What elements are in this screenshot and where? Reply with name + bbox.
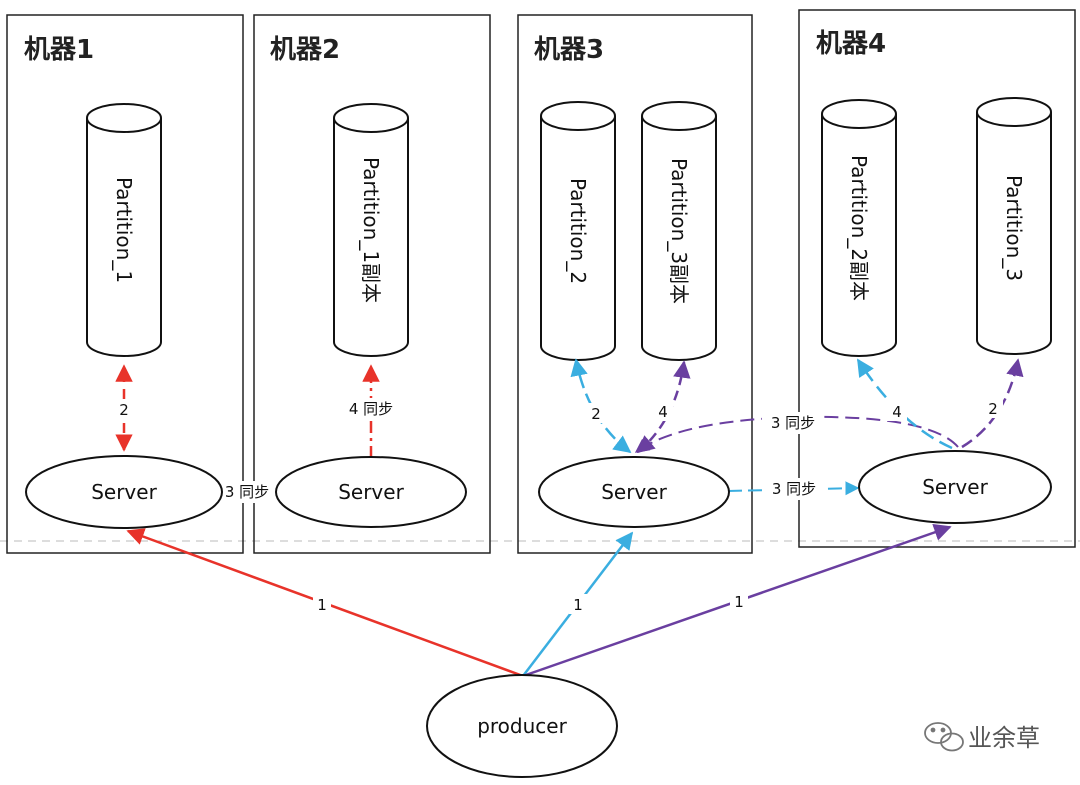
partition-1-cylinder: Partition_1 xyxy=(86,103,162,357)
partition-3-replica-label: Partition_3副本 xyxy=(667,158,691,304)
machine-2-title: 机器2 xyxy=(270,35,340,65)
producer-node: producer xyxy=(426,674,618,778)
wechat-icon xyxy=(924,722,964,752)
machine-1: 机器1 xyxy=(6,14,244,554)
watermark-text: 业余草 xyxy=(968,724,1040,752)
partition-2-label: Partition_2 xyxy=(566,178,590,284)
server-node-m1: Server xyxy=(25,455,223,529)
m3-m4-sync-label: 3 同步 xyxy=(772,480,816,498)
partition-1-label: Partition_1 xyxy=(112,177,136,283)
partition-2-replica-label: Partition_2副本 xyxy=(847,155,871,301)
server-node-m3: Server xyxy=(538,456,730,528)
server-node-m4: Server xyxy=(858,450,1052,524)
machine-3-title: 机器3 xyxy=(534,35,604,65)
producer-m1-label: 1 xyxy=(317,596,327,614)
m4-server-partition2copy-edge xyxy=(856,358,953,450)
partition-2-replica-cylinder: Partition_2副本 xyxy=(821,99,897,357)
server-label-m4: Server xyxy=(922,475,988,499)
partition-1-replica-label: Partition_1副本 xyxy=(359,157,383,303)
server-node-m2: Server xyxy=(275,456,467,528)
m3-p2-step-label: 2 xyxy=(591,405,601,423)
machine-1-box xyxy=(6,14,244,554)
machine-4-box xyxy=(798,9,1076,548)
partition-3-label: Partition_3 xyxy=(1002,175,1026,281)
server-label-m2: Server xyxy=(338,480,404,504)
machine-4-title: 机器4 xyxy=(816,29,886,59)
partition-2-cylinder: Partition_2 xyxy=(540,101,616,361)
m4-m3-sync-label: 3 同步 xyxy=(771,414,815,432)
machine-1-title: 机器1 xyxy=(24,35,94,65)
machine-3: 机器3 xyxy=(517,14,753,554)
m1-step-label: 2 xyxy=(119,401,129,419)
m4-server-partition3-edge xyxy=(961,358,1024,449)
partition-1-replica-cylinder: Partition_1副本 xyxy=(333,103,409,357)
m4-m3-sync-edge xyxy=(634,415,959,453)
m1-m2-sync-label: 3 同步 xyxy=(225,483,269,501)
m2-step-label: 4 同步 xyxy=(349,400,393,418)
machine-2: 机器2 xyxy=(253,14,491,554)
partition-3-replica-cylinder: Partition_3副本 xyxy=(641,101,717,361)
producer-m4-label: 1 xyxy=(734,593,744,611)
partition-3-cylinder: Partition_3 xyxy=(976,97,1052,355)
m3-p3copy-step-label: 4 xyxy=(658,403,668,421)
machine-2-box xyxy=(253,14,491,554)
machine-4: 机器4 xyxy=(798,9,1076,548)
watermark: 业余草 xyxy=(924,722,1040,752)
server-label-m3: Server xyxy=(601,480,667,504)
machine-3-box xyxy=(517,14,753,554)
producer-label: producer xyxy=(477,714,567,738)
server-label-m1: Server xyxy=(91,480,157,504)
m4-p2copy-step-label: 4 xyxy=(892,403,902,421)
m4-p3-step-label: 2 xyxy=(988,400,998,418)
producer-m3-label: 1 xyxy=(573,596,583,614)
